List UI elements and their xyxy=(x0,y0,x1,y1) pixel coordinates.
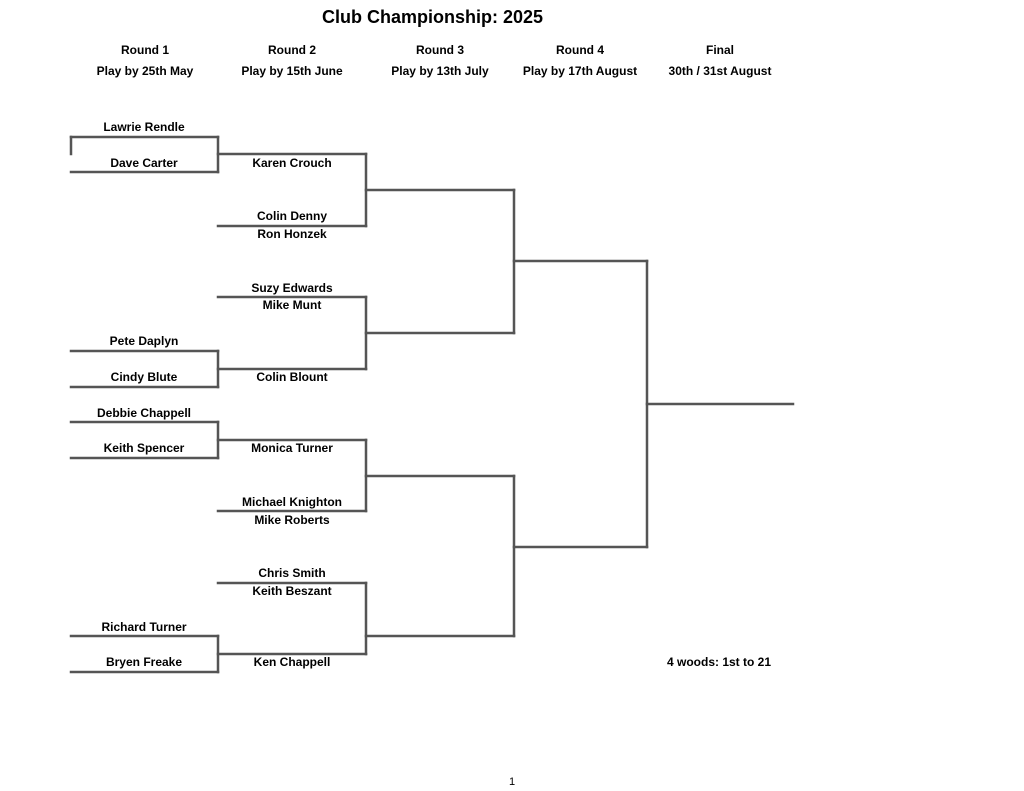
round1-player: Bryen Freake xyxy=(105,655,183,669)
round2-player: Michael Knighton xyxy=(242,495,342,509)
round1-player: Cindy Blute xyxy=(110,370,178,384)
round2-player: Ken Chappell xyxy=(253,655,331,669)
round2-player: Colin Blount xyxy=(256,370,328,384)
round-3-header: Round 3 xyxy=(416,43,464,57)
round2-player: Chris Smith xyxy=(258,566,326,580)
round-2-header: Round 2 xyxy=(268,43,316,57)
round-1-header: Round 1 xyxy=(121,43,169,57)
round2-player: Karen Crouch xyxy=(252,156,332,170)
round-4-header: Round 4 xyxy=(556,43,604,57)
final-deadline: 30th / 31st August xyxy=(668,64,772,78)
page-title: Club Championship: 2025 xyxy=(321,7,544,27)
round1-player: Lawrie Rendle xyxy=(103,120,185,134)
round2-player: Suzy Edwards xyxy=(251,281,333,295)
round1-player: Keith Spencer xyxy=(103,441,185,455)
round1-player: Pete Daplyn xyxy=(109,334,179,348)
round1-player: Richard Turner xyxy=(101,620,187,634)
round2-player: Colin Denny xyxy=(256,209,327,223)
round2-player: Mike Roberts xyxy=(254,513,330,527)
round-2-deadline: Play by 15th June xyxy=(241,64,343,78)
round2-player: Ron Honzek xyxy=(257,227,327,241)
round2-player: Mike Munt xyxy=(262,298,322,312)
final-format-note: 4 woods: 1st to 21 xyxy=(667,655,772,669)
round-4-deadline: Play by 17th August xyxy=(522,64,638,78)
page-number: 1 xyxy=(508,776,516,788)
round1-player: Debbie Chappell xyxy=(96,406,191,420)
round2-player: Keith Beszant xyxy=(252,584,332,598)
round2-player: Monica Turner xyxy=(251,441,333,455)
round-1-deadline: Play by 25th May xyxy=(96,64,194,78)
final-header: Final xyxy=(705,43,734,57)
round-3-deadline: Play by 13th July xyxy=(391,64,489,78)
round1-player: Dave Carter xyxy=(110,156,178,170)
